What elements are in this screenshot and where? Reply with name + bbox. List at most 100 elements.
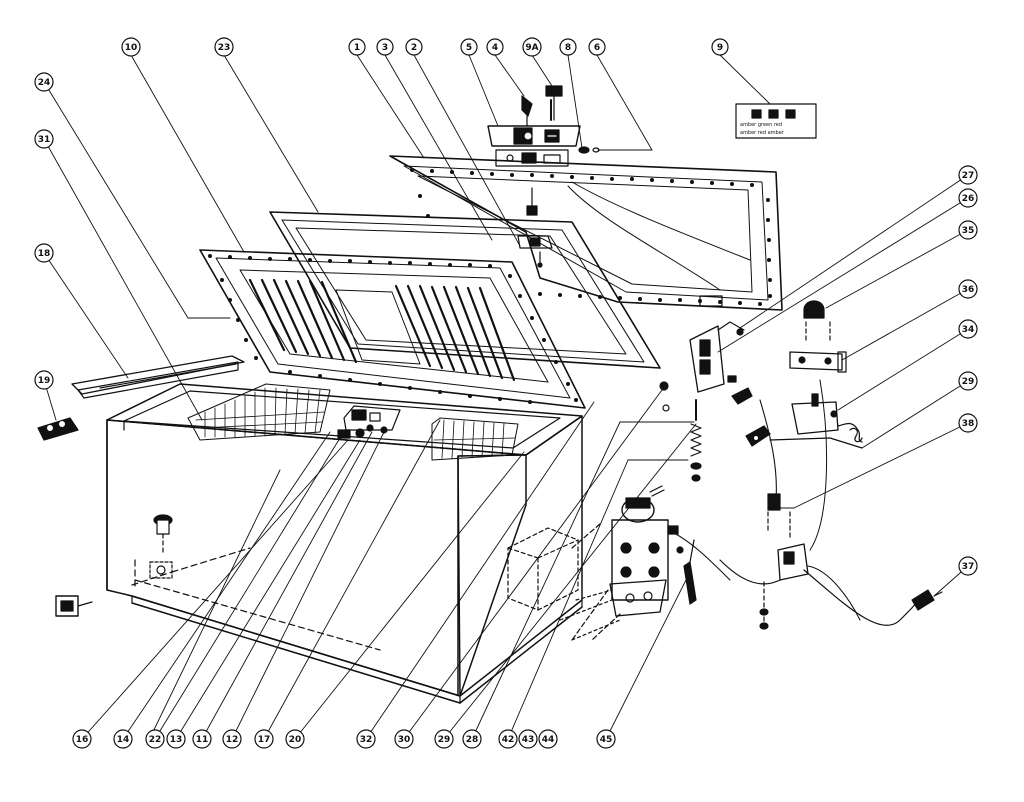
callout-43: 43 bbox=[518, 729, 538, 749]
svg-text:16: 16 bbox=[76, 735, 89, 745]
breaker-strip-18 bbox=[71, 355, 245, 399]
callout-28: 28 bbox=[462, 729, 482, 749]
drain-plug bbox=[149, 514, 173, 579]
compressor-bolts bbox=[559, 589, 621, 641]
svg-text:29: 29 bbox=[438, 735, 451, 745]
callout-29-bottom: 29 bbox=[434, 729, 454, 749]
callout-4: 4 bbox=[486, 38, 504, 56]
lamp-4 bbox=[521, 95, 533, 127]
svg-text:44: 44 bbox=[542, 735, 555, 745]
relay-45 bbox=[683, 539, 697, 605]
callout-19: 19 bbox=[34, 370, 54, 390]
switch-housing-5 bbox=[487, 125, 581, 147]
hinge-hardware bbox=[659, 375, 771, 447]
thermostat-knob-35 bbox=[803, 300, 831, 341]
svg-text:30: 30 bbox=[398, 735, 411, 745]
svg-text:13: 13 bbox=[170, 735, 183, 745]
svg-text:10: 10 bbox=[125, 43, 138, 53]
callout-9: 9 bbox=[711, 38, 729, 56]
callout-13: 13 bbox=[166, 729, 186, 749]
svg-text:45: 45 bbox=[600, 735, 613, 745]
svg-text:42: 42 bbox=[502, 735, 515, 745]
callout-29-right: 29 bbox=[958, 371, 978, 391]
svg-text:4: 4 bbox=[492, 43, 498, 53]
svg-text:34: 34 bbox=[962, 325, 975, 335]
compressor bbox=[571, 485, 731, 641]
callout-35: 35 bbox=[958, 220, 978, 240]
callout-27: 27 bbox=[958, 165, 978, 185]
svg-text:12: 12 bbox=[226, 735, 239, 745]
svg-text:36: 36 bbox=[962, 285, 975, 295]
callout-10: 10 bbox=[121, 37, 141, 57]
svg-text:23: 23 bbox=[218, 43, 231, 53]
lid-outer bbox=[389, 149, 783, 311]
thermostat-34 bbox=[769, 393, 863, 449]
svg-text:1: 1 bbox=[354, 43, 360, 53]
lid-hinge-27 bbox=[689, 321, 745, 393]
callout-16: 16 bbox=[72, 729, 92, 749]
svg-text:38: 38 bbox=[962, 419, 975, 429]
callout-30: 30 bbox=[394, 729, 414, 749]
lid-gasket bbox=[269, 211, 661, 369]
svg-text:18: 18 bbox=[38, 249, 51, 259]
svg-text:22: 22 bbox=[149, 735, 162, 745]
callout-22: 22 bbox=[145, 729, 165, 749]
label-plate-line1: amber green red bbox=[740, 122, 782, 128]
thermostat-capillary bbox=[759, 399, 791, 541]
callout-37: 37 bbox=[958, 556, 978, 576]
callout-8: 8 bbox=[559, 38, 577, 56]
svg-text:31: 31 bbox=[38, 135, 51, 145]
label-plate-line2: amber red amber bbox=[740, 130, 785, 136]
svg-text:2: 2 bbox=[411, 43, 417, 53]
callout-2: 2 bbox=[405, 38, 423, 56]
svg-text:3: 3 bbox=[382, 43, 388, 53]
callout-11: 11 bbox=[192, 729, 212, 749]
basket-right bbox=[431, 417, 519, 461]
svg-text:11: 11 bbox=[196, 735, 209, 745]
callout-42: 42 bbox=[498, 729, 518, 749]
svg-text:9A: 9A bbox=[525, 43, 538, 53]
svg-text:5: 5 bbox=[466, 43, 472, 53]
cabinet-hidden-drain-line bbox=[131, 547, 251, 586]
switch-9a bbox=[545, 85, 563, 121]
svg-text:8: 8 bbox=[565, 43, 571, 53]
callout-6: 6 bbox=[588, 38, 606, 56]
callout-9a: 9A bbox=[522, 37, 542, 57]
callout-45: 45 bbox=[596, 729, 616, 749]
svg-text:14: 14 bbox=[117, 735, 130, 745]
svg-text:9: 9 bbox=[717, 43, 723, 53]
control-bracket bbox=[337, 405, 401, 439]
cabinet bbox=[106, 383, 583, 704]
power-outlet-block bbox=[55, 595, 93, 617]
callout-markers: 10 23 1 3 2 5 4 9A 8 6 9 24 31 18 19 27 … bbox=[34, 37, 978, 749]
lid-liner bbox=[199, 249, 586, 409]
svg-text:6: 6 bbox=[594, 43, 600, 53]
indicator-label-plate: amber green red amber red amber bbox=[735, 103, 817, 139]
callout-18: 18 bbox=[34, 243, 54, 263]
callout-23: 23 bbox=[214, 37, 234, 57]
callout-32: 32 bbox=[356, 729, 376, 749]
callout-17: 17 bbox=[254, 729, 274, 749]
svg-text:26: 26 bbox=[962, 194, 975, 204]
hinge-spring-28 bbox=[690, 399, 702, 482]
leader-lines bbox=[43, 54, 969, 740]
callout-20: 20 bbox=[285, 729, 305, 749]
svg-text:29: 29 bbox=[962, 377, 975, 387]
svg-text:24: 24 bbox=[38, 78, 51, 88]
callout-44: 44 bbox=[538, 729, 558, 749]
callout-36: 36 bbox=[958, 279, 978, 299]
callout-14: 14 bbox=[113, 729, 133, 749]
callout-24: 24 bbox=[34, 72, 54, 92]
svg-text:32: 32 bbox=[360, 735, 373, 745]
callout-3: 3 bbox=[376, 38, 394, 56]
bumper-19 bbox=[37, 417, 79, 441]
callout-31: 31 bbox=[34, 129, 54, 149]
compressor-compartment bbox=[507, 527, 579, 611]
callout-12: 12 bbox=[222, 729, 242, 749]
svg-text:28: 28 bbox=[466, 735, 479, 745]
svg-text:19: 19 bbox=[38, 376, 51, 386]
callout-38: 38 bbox=[958, 413, 978, 433]
power-cord-harness bbox=[719, 379, 921, 631]
svg-text:43: 43 bbox=[522, 735, 535, 745]
